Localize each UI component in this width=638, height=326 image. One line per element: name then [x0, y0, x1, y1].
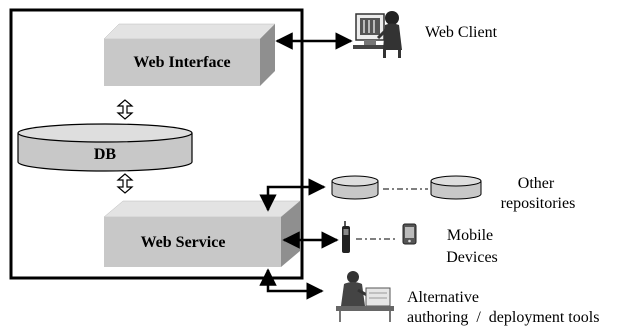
system-boundary — [9, 8, 304, 280]
interface-db-connector — [116, 99, 134, 120]
database-label: DB — [94, 146, 117, 163]
web-interface-label: Web Interface — [133, 54, 230, 71]
person-at-computer-icon — [353, 11, 402, 58]
db-service-connector — [116, 173, 134, 194]
repositories-arrow — [259, 178, 326, 212]
other-repositories-label: Other repositories — [501, 175, 576, 212]
repository-cylinder-icon — [331, 175, 379, 200]
database-cylinder: DB — [17, 123, 193, 172]
web-interface-box: Web Interface — [103, 23, 276, 86]
web-service-box: Web Service — [103, 200, 301, 267]
web-service-label: Web Service — [141, 234, 226, 251]
authoring-tools-label: Alternative authoring / deployment tools — [407, 289, 599, 326]
repository-cylinder-icon — [430, 175, 482, 200]
mobile-devices-label: Mobile Devices — [446, 227, 498, 266]
pda-icon — [402, 223, 417, 245]
authoring-arrow — [259, 268, 324, 300]
mobile-phone-icon — [342, 221, 350, 253]
web-client-label: Web Client — [425, 24, 498, 41]
person-at-workstation-icon — [336, 271, 394, 322]
